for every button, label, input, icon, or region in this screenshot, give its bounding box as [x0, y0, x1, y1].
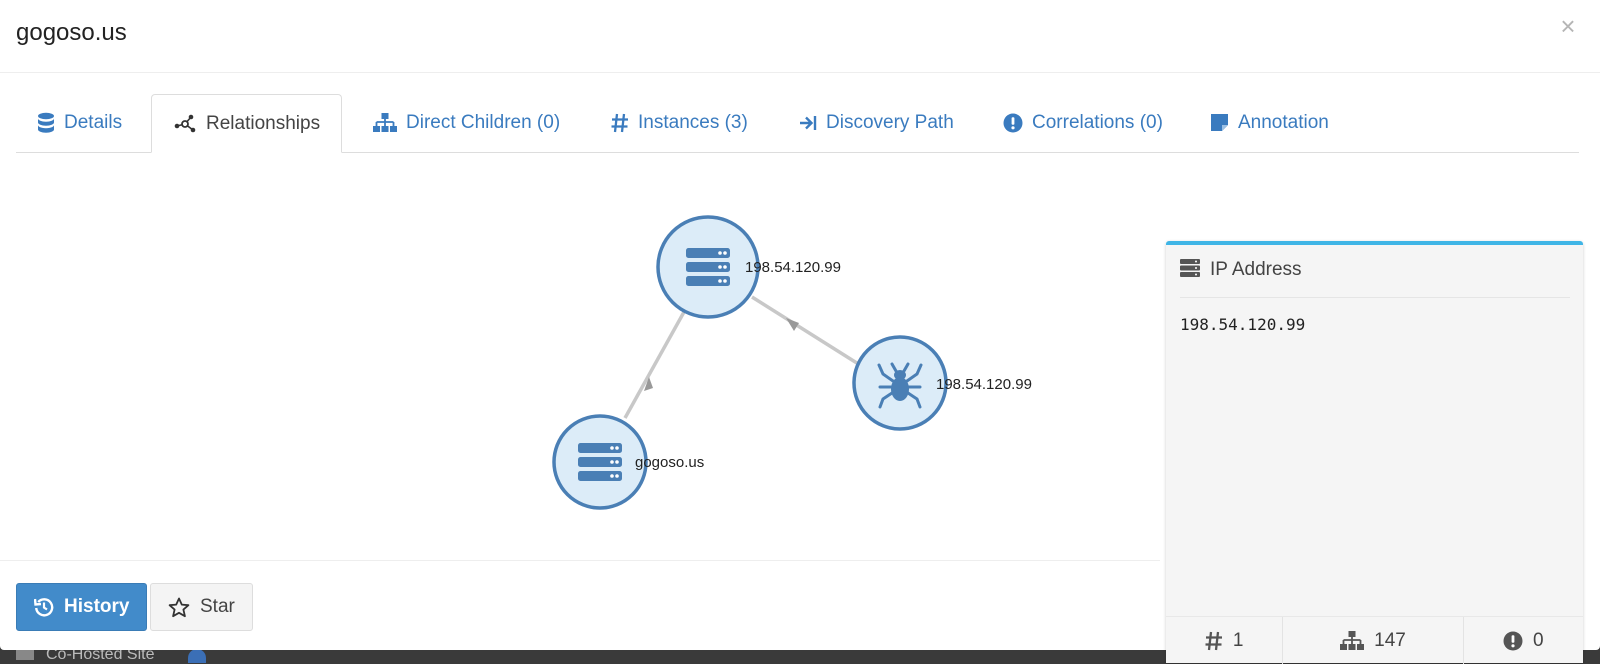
node-info-panel: IP Address 198.54.120.99 1 147 — [1166, 241, 1583, 664]
tab-label: Discovery Path — [826, 112, 954, 133]
stat-correlations: 0 — [1464, 617, 1583, 664]
info-panel-stats: 1 147 0 — [1166, 616, 1583, 664]
stat-instances: 1 — [1166, 617, 1284, 664]
info-panel-value: 198.54.120.99 — [1180, 315, 1306, 334]
tab-relationships[interactable]: Relationships — [151, 94, 343, 153]
tab-label: Correlations (0) — [1032, 112, 1163, 133]
exclamation-circle-icon — [1503, 631, 1523, 650]
tab-label: Details — [64, 112, 123, 133]
tab-details[interactable]: Details — [16, 94, 143, 152]
tab-discovery-path[interactable]: Discovery Path — [778, 94, 975, 152]
note-icon — [1211, 114, 1228, 131]
close-button[interactable]: × — [1560, 11, 1576, 41]
tab-label: Direct Children (0) — [406, 112, 561, 133]
arrow-to-right-icon — [800, 116, 817, 130]
server-icon — [16, 650, 34, 660]
sitemap-icon — [373, 113, 397, 132]
info-panel-title: IP Address — [1210, 259, 1302, 280]
exclamation-circle-icon — [188, 649, 206, 663]
sitemap-icon — [1340, 630, 1365, 650]
share-nodes-icon — [174, 114, 196, 132]
graph-node-label: 198.54.120.99 — [936, 376, 1032, 393]
graph-node-ip[interactable]: 198.54.120.99 — [656, 215, 841, 319]
history-button[interactable]: History — [16, 583, 148, 631]
star-button-label: Star — [200, 596, 235, 617]
hashtag-icon — [611, 113, 628, 133]
history-button-label: History — [64, 596, 130, 617]
tab-annotation[interactable]: Annotation — [1190, 94, 1350, 152]
modal-title: gogoso.us — [16, 19, 127, 46]
star-button[interactable]: Star — [150, 583, 253, 631]
tab-bar: Details Relationships Direct Chi — [16, 94, 1579, 153]
stat-value: 1 — [1232, 629, 1244, 651]
tab-instances[interactable]: Instances (3) — [590, 94, 769, 152]
stat-children: 147 — [1283, 617, 1464, 664]
tab-label: Relationships — [206, 112, 321, 134]
server-icon — [686, 248, 730, 286]
tab-direct-children[interactable]: Direct Children (0) — [352, 94, 581, 152]
server-icon — [578, 443, 622, 481]
server-icon — [1180, 259, 1200, 277]
backdrop-row-label: Co-Hosted Site — [46, 646, 155, 663]
stat-value: 0 — [1533, 629, 1544, 651]
database-icon — [38, 112, 54, 133]
history-icon — [34, 598, 54, 617]
tab-label: Annotation — [1238, 112, 1329, 133]
graph-node-label: gogoso.us — [635, 454, 704, 471]
hashtag-icon — [1205, 631, 1222, 650]
exclamation-circle-icon — [1003, 113, 1023, 133]
graph-node-label: 198.54.120.99 — [745, 259, 841, 276]
info-panel-header: IP Address — [1180, 259, 1570, 298]
graph-node-spider[interactable]: 198.54.120.99 — [852, 335, 1032, 431]
modal-footer: History Star — [0, 560, 1160, 651]
modal-header: gogoso.us × — [0, 0, 1600, 73]
tab-correlations[interactable]: Correlations (0) — [982, 94, 1184, 152]
stat-value: 147 — [1374, 629, 1406, 651]
tab-label: Instances (3) — [638, 112, 748, 133]
spider-icon — [877, 362, 923, 409]
edge-spider-to-ip — [751, 295, 861, 367]
edge-ip-to-domain — [623, 311, 686, 419]
relationship-graph[interactable]: 198.54.120.99 198.54.120.99 gogoso.us — [0, 160, 1160, 560]
graph-node-domain[interactable]: gogoso.us — [552, 414, 704, 510]
star-icon — [168, 597, 190, 617]
